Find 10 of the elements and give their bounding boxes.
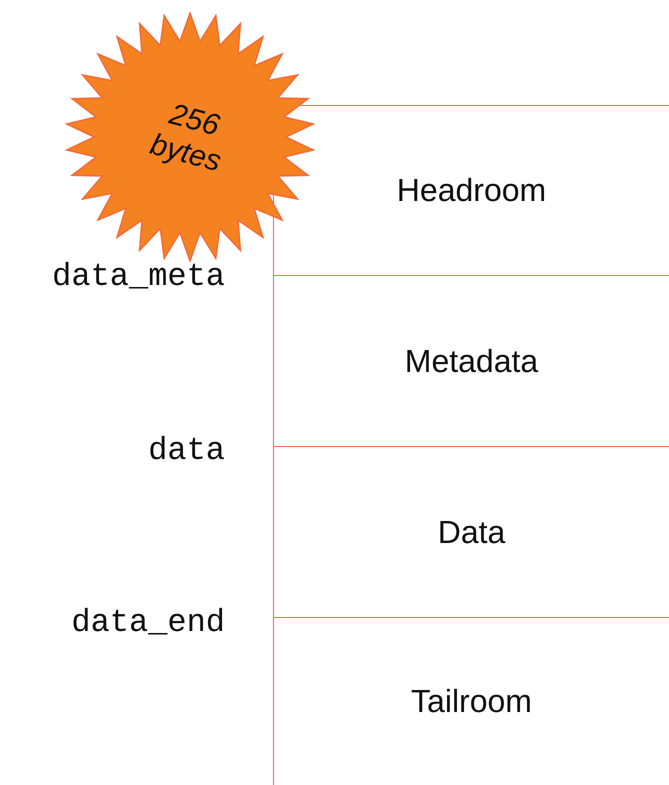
pointer-label: data_end: [71, 604, 225, 641]
region-label: Tailroom: [411, 683, 532, 720]
pointer-label: data: [148, 432, 225, 469]
starburst-badge: 256 bytes: [65, 12, 315, 262]
memory-region: [273, 617, 669, 785]
memory-region: [273, 446, 669, 617]
region-label: Metadata: [404, 342, 538, 380]
region-label: Data: [438, 514, 506, 550]
memory-region: [273, 275, 669, 446]
region-label: Headroom: [396, 172, 546, 209]
